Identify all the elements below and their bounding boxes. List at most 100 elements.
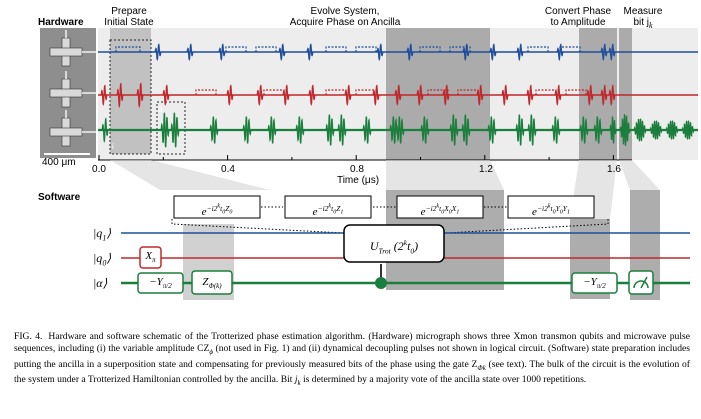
exp2-supk: k <box>328 203 332 209</box>
u-trot-arg0: 0 <box>410 246 415 256</box>
wave-q0-burst-11 <box>416 84 424 106</box>
control-dot <box>375 277 387 289</box>
exp4-opsub: 0 <box>559 209 563 215</box>
wave-q1-hump-3 <box>325 46 347 52</box>
xmon-cross-h-0 <box>49 47 83 57</box>
software-label: Software <box>38 192 81 203</box>
exp4-op: Y <box>555 203 560 213</box>
exp-box-1 <box>173 195 261 219</box>
wave-q0-burst-3 <box>162 84 170 106</box>
wave-a-burst-2 <box>170 112 180 148</box>
evolve-stage-shade <box>386 28 490 160</box>
figure-graphic <box>40 28 698 300</box>
figure: Hardware Prepare Initial State Evolve Sy… <box>38 6 698 300</box>
exp4-sub0: 0 <box>552 209 556 215</box>
exp3-e: e <box>420 206 426 219</box>
exp3-op2sub: 1 <box>456 209 460 215</box>
marker-ii: ii <box>159 105 163 114</box>
wave-a-burst-11 <box>395 116 405 144</box>
stage-measure-sub: k <box>649 21 653 30</box>
figure-caption: FIG. 4.Hardware and software schematic o… <box>14 331 690 389</box>
exp4-op2: Y <box>562 203 567 213</box>
wave-a-burst-19 <box>579 116 589 144</box>
tick-label-0: 0.0 <box>92 164 106 175</box>
neg-y-gate-label: −Yπ/2 <box>138 277 183 292</box>
stage-measure-line2: bit jk <box>620 17 666 31</box>
u-trot-argt: t <box>407 239 411 253</box>
wave-q1-hump-2 <box>255 46 277 52</box>
hardware-label: Hardware <box>38 17 84 28</box>
stage-prepare: Prepare Initial State <box>100 6 158 28</box>
u-trot-gate-box <box>343 224 445 263</box>
exp-label-2: e−i2kt0Z1 <box>285 200 371 219</box>
scale-bar-label: 400 μm <box>42 157 76 168</box>
neg-y-gate-box-2 <box>571 272 618 294</box>
caption-sub-k: k <box>297 378 301 387</box>
xmon-crosses <box>49 30 96 147</box>
exp2-sub0: 0 <box>333 209 337 215</box>
prepare-stage-shade <box>110 28 151 154</box>
wave-q1-hump-4 <box>355 46 377 52</box>
wave-a-burst-4 <box>242 116 252 144</box>
wave-q1-hump-6 <box>449 46 471 52</box>
q1-sub: 1 <box>102 233 107 243</box>
wave-a-burst-3 <box>209 116 219 144</box>
exp2-supt: t <box>331 203 334 213</box>
q1-ket: |q <box>93 226 103 240</box>
wave-a-burst-25 <box>665 120 679 140</box>
wave-q0-hump-7 <box>565 89 587 95</box>
dotted-connector-left <box>171 219 345 234</box>
wave-q0-hump-0 <box>195 89 217 95</box>
xmon-cross-h-2 <box>49 127 83 137</box>
wave-q0-burst-18 <box>600 84 608 106</box>
neg-y1-sub: π/2 <box>162 282 172 291</box>
wave-q1-burst-9 <box>516 43 524 62</box>
tick-label-1: 0.4 <box>221 164 235 175</box>
exp2-opsub: 1 <box>340 209 344 215</box>
wave-q1-burst-3 <box>278 43 286 62</box>
wave-q1-burst-6 <box>406 43 414 62</box>
neg-y2-sub: π/2 <box>596 282 606 291</box>
exp3-sup: −i2 <box>425 203 437 213</box>
exp4-op2sub: 1 <box>566 209 570 215</box>
exp4-supt: t <box>550 203 553 213</box>
exp1-opsub: 0 <box>229 209 233 215</box>
wave-q0-hump-2 <box>325 89 347 95</box>
wave-q0-hump-3 <box>355 89 377 95</box>
caption-fig-label: FIG. 4. <box>14 331 43 342</box>
wave-q0-burst-5 <box>256 84 264 106</box>
time-axis-label: Time (μs) <box>336 175 380 186</box>
stage-convert-line1: Convert Phase <box>544 6 612 17</box>
ancilla-ket: |α <box>93 276 103 290</box>
exp1-sub0: 0 <box>222 209 226 215</box>
wave-q1-burst-8 <box>489 43 497 62</box>
wave-q1-burst-2 <box>218 43 226 62</box>
stage-measure: Measure bit jk <box>620 6 666 31</box>
exp1-op: Z <box>225 203 230 213</box>
qubit-label-ancilla: |α⟩ <box>93 276 107 290</box>
wave-q0-burst-19 <box>608 84 616 106</box>
exp2-e: e <box>312 206 318 219</box>
qubit-label-q0: |q0⟩ <box>93 251 111 270</box>
u-trot-argk: k <box>403 238 408 247</box>
q1-pulse-trace <box>98 43 698 62</box>
exp4-sup: −i2 <box>536 203 548 213</box>
wave-q0-hump-4 <box>427 89 449 95</box>
wave-a-burst-17 <box>527 114 537 146</box>
u-trot-op: U <box>369 239 379 253</box>
u-trot-gate-label: UTrot (2kt0) <box>344 236 444 258</box>
caption-text-d: is determined by a majority vote of the … <box>300 374 587 386</box>
wave-a-burst-13 <box>449 114 459 146</box>
wave-q0-burst-10 <box>394 84 402 106</box>
exp-label-1: e−i2kt0Z0 <box>174 200 260 219</box>
exp3-op2: X <box>451 203 457 213</box>
caption-text-a: Hardware and software schematic of the T… <box>14 331 691 355</box>
exp2-op: Z <box>336 203 341 213</box>
wave-q1-hump-0 <box>115 46 141 52</box>
projection-shades <box>110 160 660 219</box>
tick-label-3: 1.2 <box>479 164 493 175</box>
wave-q1-hump-8 <box>559 46 581 52</box>
wave-q1-burst-1 <box>186 43 194 62</box>
wave-q1-hump-5 <box>419 46 441 52</box>
wave-a-burst-24 <box>649 120 663 140</box>
